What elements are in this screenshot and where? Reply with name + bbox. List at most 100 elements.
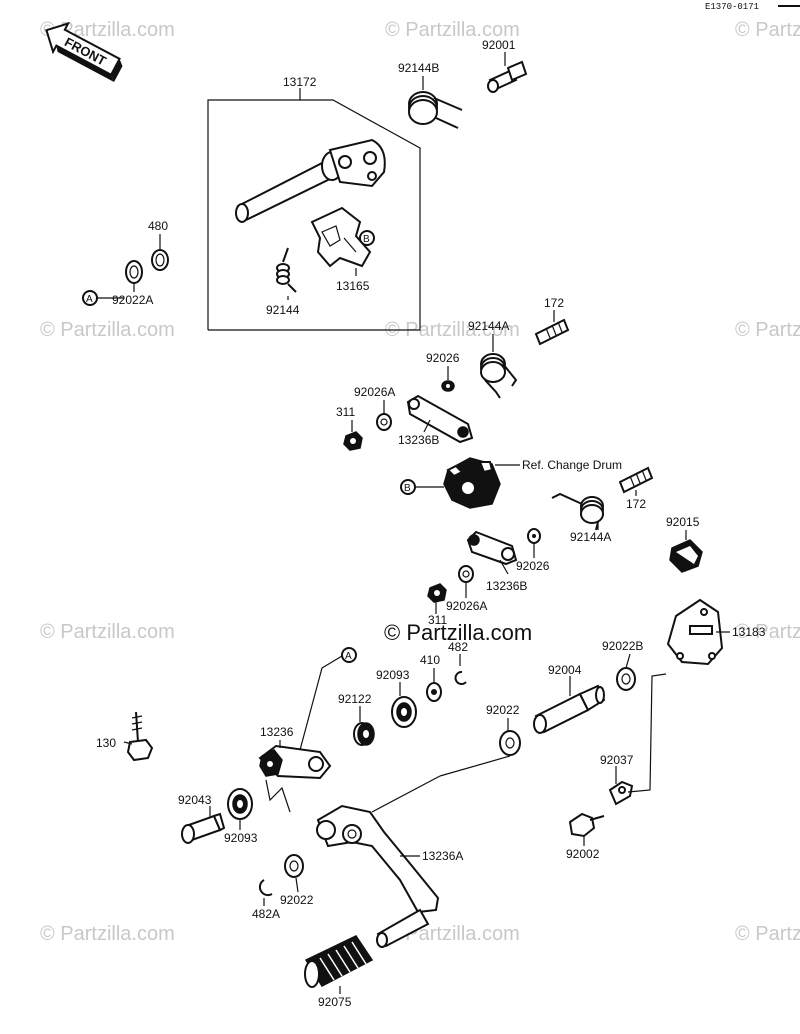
washer-92022	[499, 730, 521, 756]
marker-b-circle	[400, 479, 416, 495]
part-label: 92026A	[446, 599, 487, 613]
part-label: 92022B	[602, 639, 643, 653]
leader-line	[627, 673, 667, 793]
pedal-rubber-92075	[304, 935, 374, 988]
part-label: 92002	[566, 847, 600, 861]
watermark: © Partzilla.com	[735, 319, 800, 341]
circlip-482A	[258, 879, 273, 897]
circlip-482	[454, 671, 467, 685]
part-label: 13236A	[422, 849, 463, 863]
part-label: 92075	[318, 995, 352, 1009]
marker-b-label: B	[363, 234, 370, 245]
pedal-lever-13236A	[316, 804, 440, 948]
part-label: 92144	[266, 303, 300, 317]
washer-92022-lower	[284, 854, 304, 878]
diagram-code: E1370-0171	[705, 2, 759, 12]
leader-line	[295, 877, 299, 893]
shaft-92004	[533, 684, 606, 734]
spring-92144B	[408, 91, 463, 129]
seal-480	[151, 249, 169, 271]
plate-13183	[666, 598, 724, 666]
part-label: 482A	[252, 907, 280, 921]
part-labels: 13172 92144B 92001 480 92022A 92144 1316…	[96, 38, 766, 1009]
pin-92001	[487, 60, 528, 93]
watermark: © Partzilla.com	[40, 621, 175, 643]
marker-a-circle	[82, 290, 98, 306]
center-watermark: © Partzilla.com	[384, 620, 532, 645]
leader-line	[299, 655, 343, 751]
arm-13236B-upper	[406, 394, 474, 444]
washer-92022B	[616, 667, 636, 691]
marker-b-label: B	[404, 483, 411, 494]
part-label: 480	[148, 219, 168, 233]
part-label: 13236	[260, 725, 294, 739]
part-label: 172	[626, 497, 646, 511]
part-label: 92093	[224, 831, 258, 845]
leader-line	[439, 755, 511, 777]
part-label: 92004	[548, 663, 582, 677]
part-label: 92001	[482, 38, 516, 52]
part-label: 13172	[283, 75, 317, 89]
marker-a-circle	[341, 647, 357, 663]
part-label: 92022	[486, 703, 520, 717]
nut-311-upper	[343, 431, 363, 451]
watermark: © Partzilla.com	[385, 19, 520, 41]
part-label: 172	[544, 296, 564, 310]
ref-change-drum-label: Ref. Change Drum	[522, 458, 622, 472]
washer-92026A-upper	[376, 413, 392, 431]
part-label: 92144B	[398, 61, 439, 75]
marker-b-circle	[359, 230, 375, 246]
washer-92022A	[125, 260, 143, 284]
marker-a-label: A	[345, 651, 352, 662]
leader-line	[625, 653, 631, 669]
part-label: 311	[336, 405, 355, 419]
shift-shaft-group-box	[207, 99, 421, 331]
bolt-92002	[568, 812, 605, 838]
bearing-92093-upper	[391, 696, 417, 728]
part-label: 13236B	[398, 433, 439, 447]
break-line	[265, 779, 291, 813]
part-label: 410	[420, 653, 440, 667]
part-label: 92026	[516, 559, 550, 573]
part-label: 92022	[280, 893, 314, 907]
faint-watermarks: © Partzilla.com © Partzilla.com © Partzi…	[40, 19, 800, 945]
part-label: 92015	[666, 515, 700, 529]
part-label: 92037	[600, 753, 634, 767]
nut-311-lower	[427, 583, 447, 603]
arm-13236	[258, 744, 332, 780]
pin-92043	[181, 812, 226, 844]
clamp-92037	[608, 780, 634, 806]
part-label: 92022A	[112, 293, 153, 307]
pin-172-upper	[534, 318, 570, 346]
spring-92144A-upper	[480, 353, 518, 399]
part-label: 92026	[426, 351, 460, 365]
leader-line	[123, 741, 133, 745]
part-label: 13236B	[486, 579, 527, 593]
part-label: 92026A	[354, 385, 395, 399]
nut-92015	[669, 539, 703, 573]
marker-a-label: A	[86, 294, 93, 305]
part-label: 311	[428, 613, 447, 627]
watermark: © Partzilla.com	[40, 319, 175, 341]
leader-line	[423, 419, 431, 433]
pin-172-lower	[618, 466, 654, 494]
part-label: 92043	[178, 793, 212, 807]
part-label: 92122	[338, 692, 372, 706]
part-label: 482	[448, 640, 468, 654]
leader-line	[371, 775, 441, 813]
part-label: 13183	[732, 625, 766, 639]
watermark: © Partzilla.com	[735, 923, 800, 945]
shift-shaft	[235, 138, 386, 223]
bolt-130	[126, 711, 154, 762]
watermark: © Partzilla.com	[40, 923, 175, 945]
watermark: © Partzilla.com	[735, 19, 800, 41]
part-label: 92144A	[570, 530, 611, 544]
watermark: © Partzilla.com	[385, 319, 520, 341]
bearing-92093-lower	[227, 788, 253, 820]
change-drum-ratchet	[443, 457, 501, 509]
part-label: 92144A	[468, 319, 509, 333]
spring-92144A-lower	[551, 492, 604, 531]
part-label: 92093	[376, 668, 410, 682]
plate-13165	[310, 206, 372, 268]
